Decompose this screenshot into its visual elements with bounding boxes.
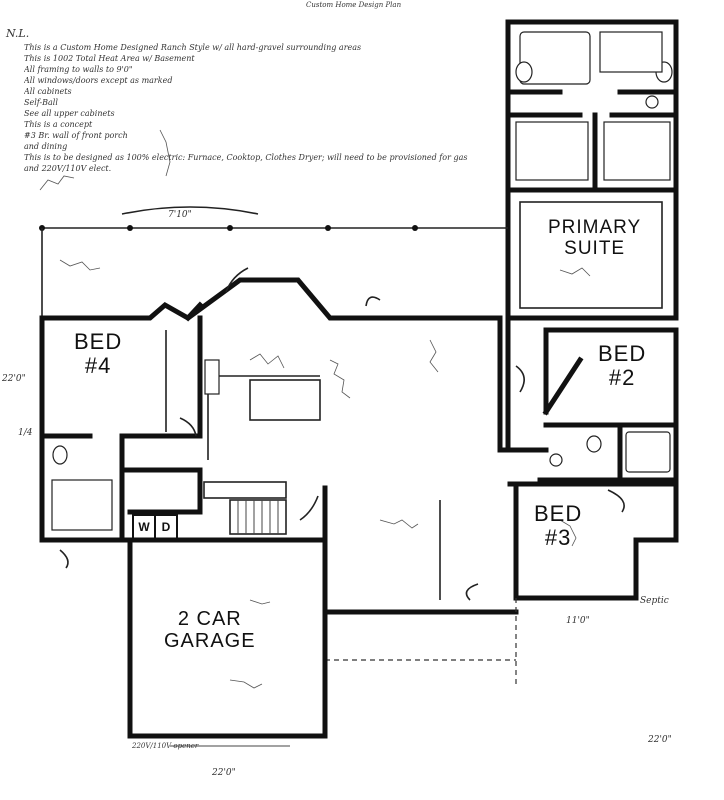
bathtub (625, 431, 671, 473)
room-label-bed3: BED #3 (534, 501, 583, 551)
washer-label: W (134, 516, 156, 538)
room-label-line: BED (534, 501, 583, 526)
bed3-wing (507, 481, 679, 688)
room-label-line: GARAGE (164, 630, 256, 652)
sink (586, 435, 602, 453)
porch-dimension: 7'10" (168, 210, 192, 220)
dryer-label: D (161, 520, 171, 534)
septic-note: Septic (640, 596, 669, 606)
room-label-line: #4 (84, 353, 112, 379)
kitchen-island (249, 379, 321, 421)
closet-shelf (515, 121, 589, 181)
bed-outline (519, 201, 663, 309)
door-swings (59, 267, 525, 601)
closet-shelf (603, 121, 671, 181)
note-line: and dining (24, 142, 68, 151)
toilet (645, 95, 659, 109)
note-line: All cabinets (24, 87, 72, 96)
note-line: All framing to walls to 9'0" (24, 65, 133, 74)
left-scale: 22'0" (2, 374, 26, 384)
note-line: #3 Br. wall of front porch (24, 131, 128, 140)
room-label-line: BED (74, 329, 123, 354)
room-label-line: PRIMARY (548, 217, 642, 238)
room-label-bed4: BED #4 (74, 329, 123, 379)
room-label-line: #3 (544, 525, 572, 551)
stairs (229, 499, 287, 535)
sink (52, 445, 68, 465)
page-heading: Custom Home Design Plan (306, 1, 402, 9)
note-line: This is a concept (24, 120, 93, 129)
room-label-garage: 2 CAR GARAGE (164, 608, 256, 652)
main-house (39, 206, 549, 661)
bathtub (519, 31, 591, 85)
room-label-primary-suite: PRIMARY SUITE (548, 217, 642, 260)
bathtub (51, 479, 113, 531)
notes-block: This is a Custom Home Designed Ranch Sty… (24, 42, 494, 174)
bed3-width: 11'0" (566, 616, 590, 626)
bed2-wing (537, 327, 679, 483)
handwritten-notes-marks (39, 129, 591, 689)
note-line: See all upper cabinets (24, 109, 115, 118)
room-label-line: SUITE (564, 237, 626, 259)
note-line: Self-Ball (24, 98, 58, 107)
room-label-line: BED (598, 341, 647, 366)
note-line: This is 1002 Total Heat Area w/ Basement (24, 54, 195, 63)
room-label-line: 2 CAR (177, 608, 242, 630)
notes-title: N.L. (6, 27, 30, 40)
note-line: This is a Custom Home Designed Ranch Sty… (24, 43, 362, 52)
shower (599, 31, 663, 73)
washer-dryer: W D (132, 514, 178, 540)
room-label-line: #2 (608, 365, 636, 391)
note-line: This is to be designed as 100% electric:… (24, 153, 468, 173)
primary-suite-wing (505, 19, 679, 321)
left-marker: 1/4 (18, 428, 33, 438)
sink (515, 61, 533, 83)
toilet (549, 453, 563, 467)
note-line: All windows/doors except as marked (24, 76, 173, 85)
garage-width: 22'0" (212, 768, 236, 778)
garage (127, 537, 328, 747)
bottom-right-dimension: 22'0" (648, 735, 672, 745)
garage-door-note: 220V/110V opener (132, 742, 199, 750)
kitchen-range (204, 359, 220, 395)
room-label-bed2: BED #2 (598, 341, 647, 391)
